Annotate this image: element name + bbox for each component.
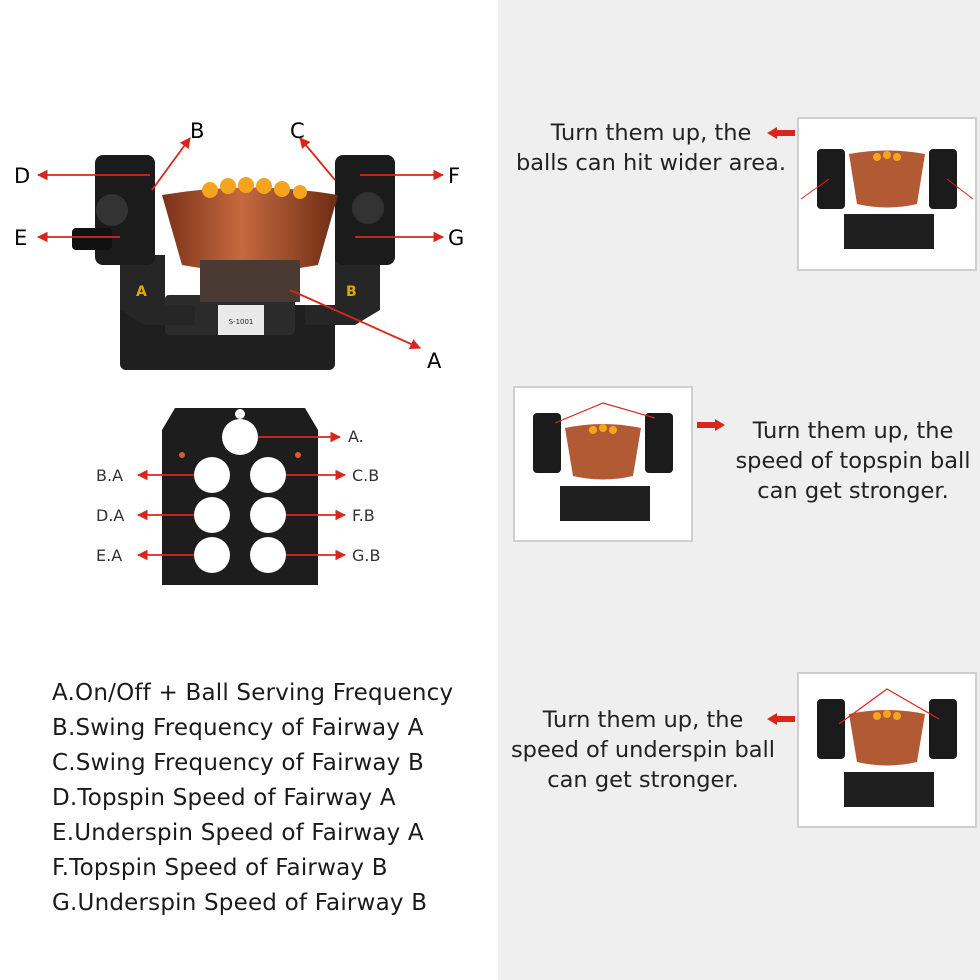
- panel-label-fb: F.B: [352, 506, 375, 525]
- note-swing-line-2: balls can hit wider area.: [515, 150, 786, 176]
- callout-f: F: [448, 164, 460, 188]
- note-swing-arrow: [767, 127, 795, 139]
- callout-c: C: [290, 119, 305, 143]
- note-topspin-arrow: [697, 419, 725, 431]
- control-legend: A.On/Off + Ball Serving Frequency B.Swin…: [52, 676, 453, 921]
- legend-item-a: A.On/Off + Ball Serving Frequency: [52, 680, 454, 706]
- note-topspin-line-3: can get stronger.: [757, 478, 949, 504]
- control-panel-diagram: A. B.A C.B D.A F.B E.A G.B: [96, 408, 380, 585]
- robot-machine-diagram: S-1001 A B B C D E F G A: [14, 119, 464, 373]
- panel-label-a: A.: [348, 427, 364, 446]
- note-underspin-line-3: can get stronger.: [547, 767, 739, 793]
- callout-a: A: [427, 349, 442, 373]
- callout-d: D: [14, 164, 30, 188]
- thumbnail-swing: [797, 117, 977, 271]
- ball-bowl: [162, 187, 338, 272]
- panel-label-da: D.A: [96, 506, 124, 525]
- panel-label-gb: G.B: [352, 546, 380, 565]
- legend-item-d: D.Topspin Speed of Fairway A: [52, 785, 396, 811]
- note-topspin: Turn them up, the speed of topspin ball …: [726, 416, 980, 506]
- panel-label-cb: C.B: [352, 466, 379, 485]
- legend-item-g: G.Underspin Speed of Fairway B: [52, 890, 428, 916]
- note-topspin-line-2: speed of topspin ball: [735, 448, 971, 474]
- note-underspin: Turn them up, the speed of underspin bal…: [500, 705, 786, 795]
- model-plate: [218, 305, 264, 335]
- note-underspin-line-2: speed of underspin ball: [510, 737, 776, 763]
- callout-e: E: [14, 226, 27, 250]
- legend-item-e: E.Underspin Speed of Fairway A: [52, 820, 424, 846]
- legend-item-c: C.Swing Frequency of Fairway B: [52, 750, 424, 776]
- legend-item-f: F.Topspin Speed of Fairway B: [52, 855, 388, 881]
- fairway-a-label: A: [136, 284, 147, 300]
- callout-b: B: [190, 119, 204, 143]
- panel-label-ba: B.A: [96, 466, 123, 485]
- note-swing: Turn them up, the balls can hit wider ar…: [508, 118, 794, 178]
- thumbnail-topspin: [513, 386, 693, 542]
- note-underspin-arrow: [767, 713, 795, 725]
- note-topspin-line-1: Turn them up, the: [752, 418, 954, 444]
- note-swing-line-1: Turn them up, the: [550, 120, 752, 146]
- fairway-b-label: B: [346, 284, 357, 300]
- model-label: S-1001: [229, 318, 254, 326]
- panel-board: [162, 408, 318, 585]
- panel-knobs: [194, 419, 286, 573]
- note-underspin-line-1: Turn them up, the: [542, 707, 744, 733]
- callout-g: G: [448, 226, 464, 250]
- panel-label-ea: E.A: [96, 546, 122, 565]
- legend-item-b: B.Swing Frequency of Fairway A: [52, 715, 424, 741]
- thumbnail-underspin: [797, 672, 977, 828]
